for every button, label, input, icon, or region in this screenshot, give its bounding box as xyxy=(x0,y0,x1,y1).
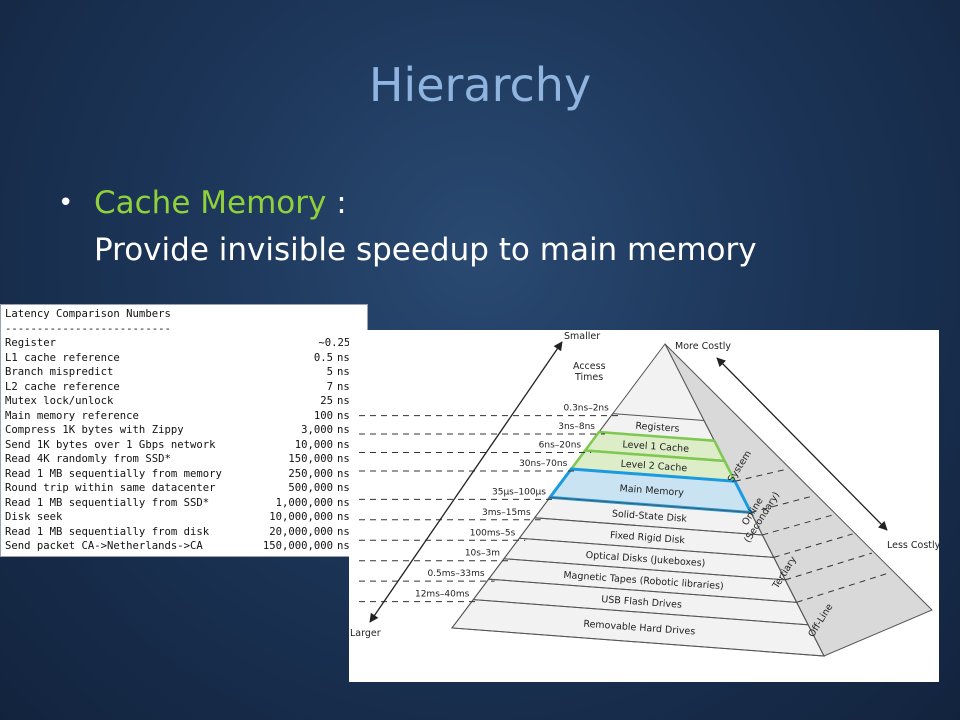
side-divider xyxy=(773,533,853,558)
latency-row-unit: ns xyxy=(337,351,350,364)
tier-label: Level 1 Cache xyxy=(622,439,689,455)
bullet-item: • Cache Memory : Provide invisible speed… xyxy=(58,180,757,274)
latency-table: Latency Comparison Numbers -------------… xyxy=(0,304,368,557)
access-time-arrow xyxy=(369,341,563,623)
access-time-label: 3ns–8ns xyxy=(558,422,595,432)
tier-label: Main Memory xyxy=(619,483,684,498)
access-time-label: 30ns–70ns xyxy=(519,459,568,469)
latency-row-value: 250,000 xyxy=(288,467,333,480)
latency-row-name: Send packet CA->Netherlands->CA xyxy=(5,540,203,552)
latency-row-unit: ns xyxy=(337,453,350,465)
more-costly-label: More Costly xyxy=(675,341,731,352)
latency-row-value: 150,000,000 xyxy=(262,540,333,552)
latency-row-value: 10,000 xyxy=(294,438,333,451)
latency-row-name: Disk seek xyxy=(5,511,63,523)
latency-row-value: 25 xyxy=(320,395,333,407)
latency-row-value: 0.5 xyxy=(313,351,333,364)
larger-label: Larger xyxy=(350,628,381,639)
latency-row-value: 10,000,000 xyxy=(269,511,333,523)
latency-table-rule: -------------------------- xyxy=(5,322,171,335)
access-time-label: 100ms–5s xyxy=(470,528,516,538)
latency-row-name: Read 1 MB sequentially from memory xyxy=(5,467,222,480)
bullet-term: Cache Memory xyxy=(94,185,327,221)
smaller-label: Smaller xyxy=(564,331,600,342)
access-time-label: 6ns–20ns xyxy=(539,441,582,451)
latency-row: Read 4K randomly from SSD* 150,000 ns xyxy=(5,452,363,467)
latency-row-unit: ns xyxy=(337,395,350,407)
latency-row-unit: ns xyxy=(337,540,350,552)
latency-row-value: 20,000,000 xyxy=(269,525,333,538)
side-divider xyxy=(796,571,892,603)
tier-label: Level 2 Cache xyxy=(620,459,687,475)
access-times-label: Access xyxy=(573,361,606,372)
latency-table-title: Latency Comparison Numbers xyxy=(5,308,171,320)
latency-row: Branch mispredict 5 ns xyxy=(5,365,363,380)
bullet-dot-icon: • xyxy=(58,188,74,218)
access-time-label: 0.5ms–33ms xyxy=(427,569,484,579)
tier-label: Registers xyxy=(635,421,680,435)
latency-row: Read 1 MB sequentially from SSD* 1,000,00… xyxy=(5,496,363,511)
latency-row-unit: ns xyxy=(337,496,350,509)
bullet-description: Provide invisible speedup to main memory xyxy=(94,232,757,268)
access-time-label: 0.3ns–2ns xyxy=(563,404,609,414)
latency-row: Main memory reference 100 ns xyxy=(5,409,363,424)
latency-row: L1 cache reference 0.5 ns xyxy=(5,351,363,366)
slide-title: Hierarchy xyxy=(368,58,592,112)
latency-row: Compress 1K bytes with Zippy 3,000 ns xyxy=(5,423,363,438)
latency-row-value: 7 xyxy=(326,380,333,393)
access-time-label: 10s–3m xyxy=(465,549,500,559)
latency-row: Round trip within same datacenter 500,000… xyxy=(5,481,363,496)
latency-row-value: 500,000 xyxy=(288,482,333,494)
latency-row-value: 3,000 xyxy=(301,424,333,436)
latency-row-name: Send 1K bytes over 1 Gbps network xyxy=(5,438,216,451)
cost-arrow xyxy=(716,357,888,531)
latency-row-name: Read 4K randomly from SSD* xyxy=(5,453,171,465)
latency-row-name: Compress 1K bytes with Zippy xyxy=(5,424,184,436)
tier-label: Fixed Rigid Disk xyxy=(610,530,686,546)
bullet-text: Cache Memory : Provide invisible speedup… xyxy=(94,180,757,274)
latency-row-value: 150,000 xyxy=(288,453,333,465)
latency-row-unit: ns xyxy=(337,438,350,451)
latency-row-unit: ns xyxy=(337,482,350,494)
latency-row: Register~0.25ns xyxy=(5,336,363,351)
bullet-separator: : xyxy=(326,185,347,221)
latency-row-name: Read 1 MB sequentially from SSD* xyxy=(5,496,210,509)
latency-row-unit: ns xyxy=(337,525,350,538)
latency-row-value: 1,000,000 xyxy=(275,496,333,509)
latency-row-name: Branch mispredict xyxy=(5,366,114,378)
latency-row-unit: ns xyxy=(337,366,350,378)
access-time-label: 12ms–40ms xyxy=(415,590,470,600)
access-times-label: Times xyxy=(574,372,603,383)
latency-row-value: 5 xyxy=(326,366,333,378)
access-time-label: 35µs–100µs xyxy=(492,487,546,497)
latency-row-name: Round trip within same datacenter xyxy=(5,482,216,494)
latency-row: Read 1 MB sequentially from disk 20,000,0… xyxy=(5,525,363,540)
latency-row: Send 1K bytes over 1 Gbps network 10,000 n… xyxy=(5,438,363,453)
latency-row-unit: ns xyxy=(337,409,350,422)
access-time-label: 3ms–15ms xyxy=(482,508,531,518)
latency-row-unit: ns xyxy=(337,424,350,436)
latency-row-name: Register xyxy=(5,337,57,349)
latency-row-unit: ns xyxy=(337,380,350,393)
latency-row-unit: ns xyxy=(337,467,350,480)
latency-row-name: Mutex lock/unlock xyxy=(5,395,114,407)
less-costly-label: Less Costly xyxy=(887,540,939,551)
latency-row-name: Read 1 MB sequentially from disk xyxy=(5,525,210,538)
side-divider xyxy=(785,552,872,581)
latency-row-name: Main memory reference xyxy=(5,409,139,422)
latency-row: Mutex lock/unlock 25 ns xyxy=(5,394,363,409)
latency-row: Read 1 MB sequentially from memory 250,00… xyxy=(5,467,363,482)
latency-row-name: L2 cache reference xyxy=(5,380,120,393)
latency-row: L2 cache reference 7 ns xyxy=(5,380,363,395)
tier-label: Solid-State Disk xyxy=(612,509,688,525)
latency-row: Disk seek 10,000,000 ns xyxy=(5,510,363,525)
latency-row: Send packet CA->Netherlands->CA 150,000,0… xyxy=(5,539,363,554)
latency-row-unit: ns xyxy=(337,511,350,523)
latency-row-value: 100 xyxy=(313,409,333,422)
latency-row-name: L1 cache reference xyxy=(5,351,120,364)
